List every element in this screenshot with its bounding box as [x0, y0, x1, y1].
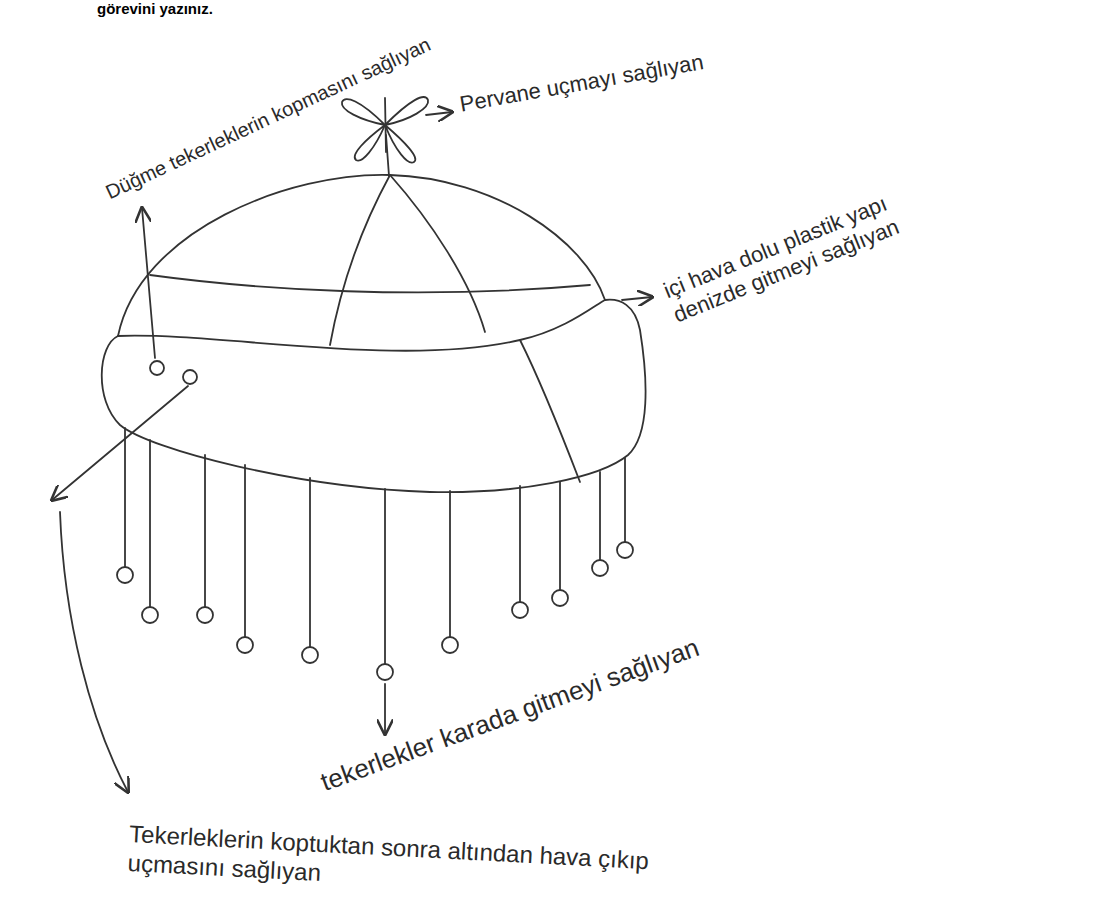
- propeller: [342, 97, 428, 176]
- worksheet-instruction: görevini yazınız.: [97, 0, 213, 18]
- button: [150, 361, 164, 375]
- leader-arrow: [60, 512, 128, 792]
- wheels: [117, 428, 633, 680]
- leader-arrow: [426, 112, 452, 115]
- dome: [118, 175, 605, 345]
- hull-note: içi hava dolu plastik yapı denizde gitme…: [660, 171, 949, 329]
- leader-arrow: [142, 208, 155, 358]
- hull: [102, 300, 646, 492]
- leader-arrow: [52, 386, 188, 500]
- wheels-note: tekerlekler karada gitmeyi sağlıyan: [317, 632, 704, 798]
- propeller-note: Pervane uçmayı sağlıyan: [458, 49, 706, 118]
- leader-arrow: [622, 297, 652, 300]
- air-lift-note: Tekerleklerin koptuktan sonra altından h…: [127, 820, 729, 909]
- button-note: Düğme tekerleklerin kopmasını sağlıyan: [102, 32, 435, 204]
- button: [183, 370, 197, 384]
- leader-arrow: [384, 684, 386, 734]
